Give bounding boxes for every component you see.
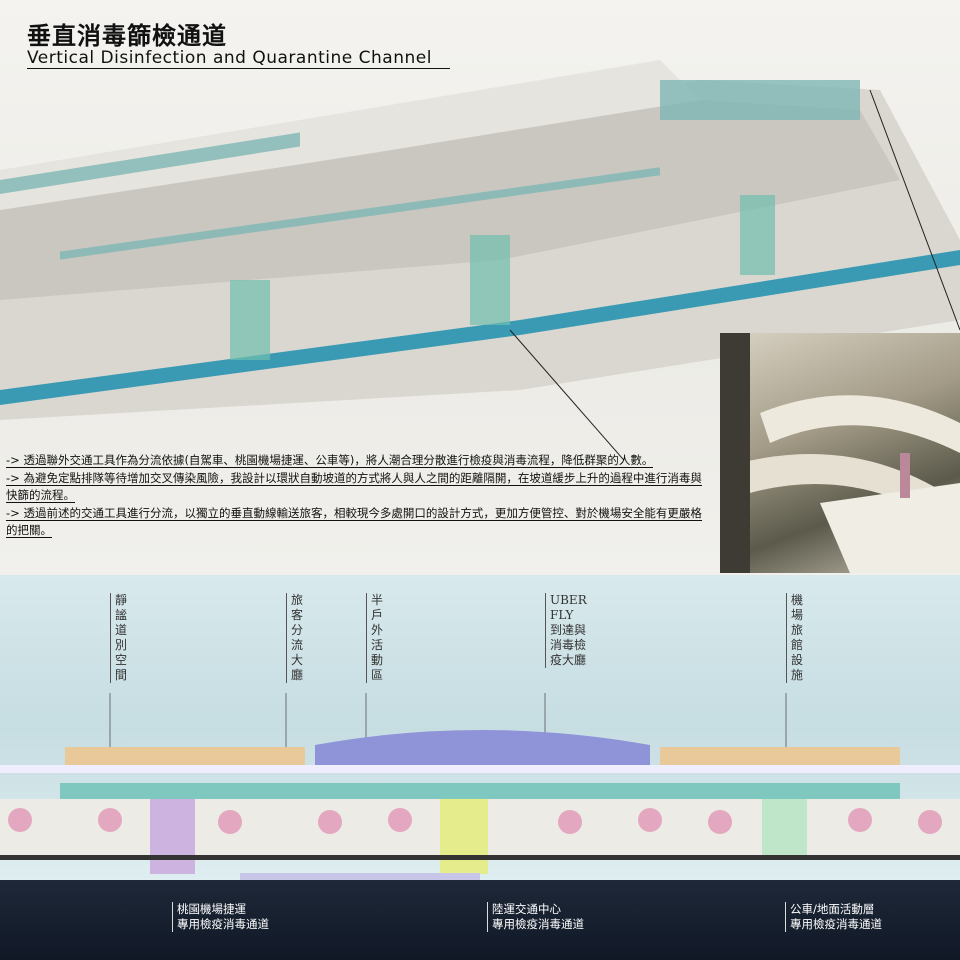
- description-line: -> 為避免定點排隊等待增加交叉傳染風險，我設計以環狀自動坡道的方式將人與人之間…: [6, 470, 702, 503]
- label-passenger-hall: 旅 客 分 流 大 廳: [286, 593, 303, 683]
- page-title: 垂直消毒篩檢通道: [27, 21, 227, 50]
- label-mrt-channel: 桃園機場捷運 專用檢疫消毒通道: [172, 902, 269, 932]
- label-farewell-space: 靜 謐 道 別 空 間: [110, 593, 127, 683]
- cross-section-panel: 靜 謐 道 別 空 間 旅 客 分 流 大 廳 半 戶 外 活 動 區 UBER…: [0, 575, 960, 880]
- description-line: -> 透過前述的交通工具進行分流，以獨立的垂直動線輸送旅客，相較現今多處開口的設…: [6, 505, 702, 538]
- label-semi-outdoor-area: 半 戶 外 活 動 區: [366, 593, 383, 683]
- label-bus-channel: 公車/地面活動層 專用檢疫消毒通道: [785, 902, 882, 932]
- description-text: -> 透過聯外交通工具作為分流依據(自駕車、桃園機場捷運、公車等)，將人潮合理分…: [6, 452, 706, 540]
- interior-ramp-photo: [720, 333, 960, 573]
- description-line: -> 透過聯外交通工具作為分流依據(自駕車、桃園機場捷運、公車等)，將人潮合理分…: [6, 453, 654, 468]
- label-airport-hotel: 機 場 旅 館 設 施: [786, 593, 803, 683]
- aerial-building-rendering: [0, 60, 960, 460]
- label-land-transport-channel: 陸運交通中心 專用檢疫消毒通道: [487, 902, 584, 932]
- underground-panel: [0, 880, 960, 960]
- building-section-drawing: [0, 693, 960, 880]
- label-uber-fly-hall: UBER FLY 到達與 消毒檢 疫大廳: [545, 593, 587, 668]
- page-subtitle: Vertical Disinfection and Quarantine Cha…: [27, 48, 450, 69]
- aerial-view-panel: 垂直消毒篩檢通道 Vertical Disinfection and Quara…: [0, 0, 960, 575]
